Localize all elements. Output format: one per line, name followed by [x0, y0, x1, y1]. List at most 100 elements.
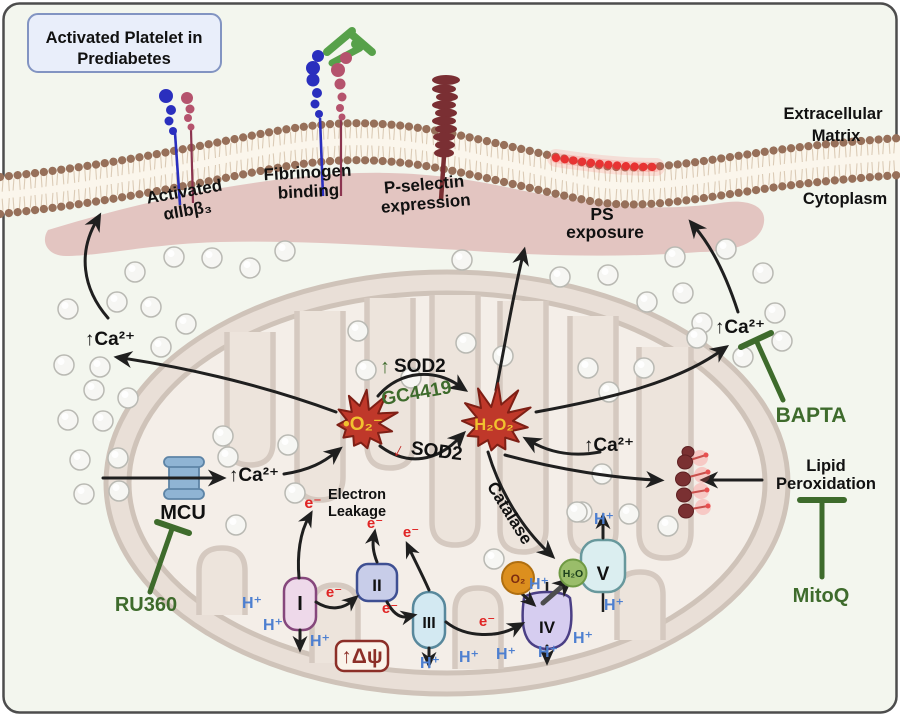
calcium-ion: [771, 330, 793, 352]
arrowhead: [512, 246, 529, 267]
proton-label: H⁺: [242, 595, 262, 612]
arrowhead: [699, 471, 719, 489]
proton-label: H⁺: [496, 646, 516, 663]
ps-label-line1: PS: [590, 204, 613, 224]
arrows: [83, 212, 764, 669]
arrowhead: [405, 541, 420, 560]
mcu-label: MCU: [160, 502, 206, 524]
electron-leakage-line1: Electron: [328, 487, 386, 503]
water-molecule-icon: [558, 558, 588, 588]
electron-label: e⁻: [403, 524, 419, 541]
o2-label: O₂: [511, 572, 526, 586]
proton-label: H⁺: [263, 617, 283, 634]
arrow-h2o2-to-right-ca: [534, 348, 724, 414]
arrowhead: [421, 651, 437, 669]
membrane-outer-leaflet: [0, 119, 900, 182]
calcium-ion: [633, 357, 655, 379]
calcium-ion: [451, 249, 473, 271]
calcium-ion: [239, 257, 261, 279]
calcium-ion: [150, 336, 172, 358]
calcium-ion: [117, 387, 139, 409]
fibrinogen-label-line2: binding: [277, 180, 339, 202]
calcium-ion: [92, 410, 114, 432]
arrow-sod2-down-path: [378, 435, 462, 461]
proton-label: H⁺: [459, 649, 479, 666]
calcium-ion: [355, 359, 377, 381]
arrowhead: [522, 436, 543, 454]
calcium-ion: [664, 246, 686, 268]
p-selectin-receptor: [432, 75, 460, 201]
complex-ii: [355, 562, 399, 603]
lipid-tails: [1, 126, 896, 211]
h2o2-starburst-icon: [461, 382, 532, 452]
cytoplasm-label: Cytoplasm: [803, 190, 887, 208]
fibrinogen-label-line1: Fibrinogen: [263, 161, 352, 185]
arrowhead: [595, 512, 611, 530]
arrow-sod2-up-path: [376, 372, 463, 398]
calcium-ion: [124, 261, 146, 283]
proton-label: H⁺: [420, 655, 440, 672]
arrowhead: [535, 539, 556, 559]
arrow-catalase: [486, 450, 551, 555]
proton-label: H⁺: [594, 511, 614, 528]
arrowhead: [446, 430, 467, 451]
arrowhead: [539, 648, 555, 666]
calcium-ions: [53, 238, 793, 570]
calcium-ion: [455, 332, 477, 354]
ca-label-mcu: ↑Ca²⁺: [229, 465, 279, 486]
calcium-ion: [57, 298, 79, 320]
calcium-ion: [618, 503, 640, 525]
proton-label: H⁺: [538, 644, 558, 661]
arrowhead: [505, 622, 526, 638]
complex-iii-label: III: [422, 615, 435, 632]
cytoplasm-pink-band: [44, 172, 765, 256]
calcium-ion: [636, 291, 658, 313]
sod2-up-label: SOD2: [394, 356, 446, 377]
ca-label-right: ↑Ca²⁺: [715, 317, 765, 338]
calcium-ion: [106, 291, 128, 313]
mitoq-label: MitoQ: [793, 585, 850, 607]
calcium-ion: [274, 240, 296, 262]
figure-title-line1: Activated Platelet in: [46, 29, 203, 47]
arrowhead: [708, 345, 730, 363]
calcium-ion: [108, 480, 130, 502]
figure-title-line2: Prediabetes: [77, 50, 171, 68]
arrowhead: [207, 469, 227, 487]
arrowhead: [399, 610, 418, 626]
delta-psi-label: ↑Δψ: [341, 645, 382, 668]
inhibitor-tbars: [147, 330, 847, 595]
membrane-inner-leaflet: [0, 156, 900, 219]
title-box: Activated Platelet in Prediabetes: [27, 13, 222, 73]
oxygen-molecule-icon: [501, 561, 535, 595]
arrow-e-iii-iv: [444, 620, 520, 637]
calcium-ion: [672, 282, 694, 304]
sod2-up-arrow-icon: ↑: [380, 356, 390, 378]
arrowhead: [298, 510, 313, 529]
ca-label-matrix: ↑Ca²⁺: [584, 435, 634, 456]
arrowhead: [447, 374, 469, 392]
arrow-matrix-ca-to-h2o2: [528, 439, 602, 456]
bapta-label: BAPTA: [776, 404, 847, 427]
calcium-ion: [217, 446, 239, 468]
calcium-ion: [225, 514, 247, 536]
calcium-ion: [69, 449, 91, 471]
arrowhead: [84, 212, 102, 233]
electron-label: e⁻: [382, 600, 398, 617]
calcium-ion: [483, 548, 505, 570]
lipid-label-line2: Peroxidation: [776, 475, 876, 493]
extracellular-label-line2: Matrix: [812, 127, 861, 145]
superoxide-label: •O₂⁻: [343, 414, 383, 435]
calcium-ion: [175, 313, 197, 335]
integrin-receptor: [159, 89, 195, 206]
calcium-ion: [597, 264, 619, 286]
calcium-ion: [284, 482, 306, 504]
arrow-leak-complex-i: [296, 515, 311, 580]
arrowhead: [322, 446, 343, 465]
proton-label: H⁺: [529, 576, 549, 593]
lipid-label-line1: Lipid: [806, 457, 845, 475]
calcium-ion: [277, 434, 299, 456]
calcium-ion: [201, 247, 223, 269]
arrow-right-ca-to-ps: [692, 224, 740, 314]
calcium-ion: [686, 327, 708, 349]
calcium-ion: [566, 501, 588, 523]
